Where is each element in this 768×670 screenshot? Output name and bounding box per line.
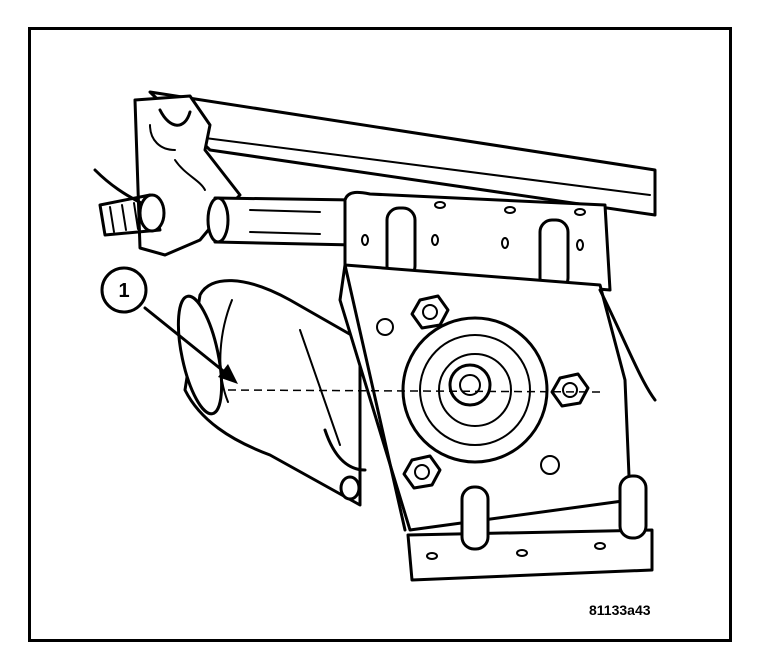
mounting-bolts bbox=[402, 294, 590, 490]
bolt-right bbox=[550, 372, 590, 408]
wiper-motor-body bbox=[176, 279, 367, 507]
crank-arm bbox=[206, 196, 357, 247]
body-edge-line bbox=[598, 288, 657, 402]
motor-center-line bbox=[227, 389, 601, 393]
bolt-lower bbox=[402, 454, 442, 490]
figure-id: 81133a43 bbox=[589, 602, 651, 618]
mounting-plate-upper bbox=[343, 190, 612, 292]
callout-1: 1 bbox=[100, 266, 148, 314]
callout-1-leader bbox=[143, 306, 238, 384]
callout-1-label: 1 bbox=[118, 280, 129, 302]
mounting-plate-lower bbox=[406, 474, 654, 582]
wire-harness bbox=[93, 168, 166, 237]
bolt-upper bbox=[410, 294, 450, 330]
